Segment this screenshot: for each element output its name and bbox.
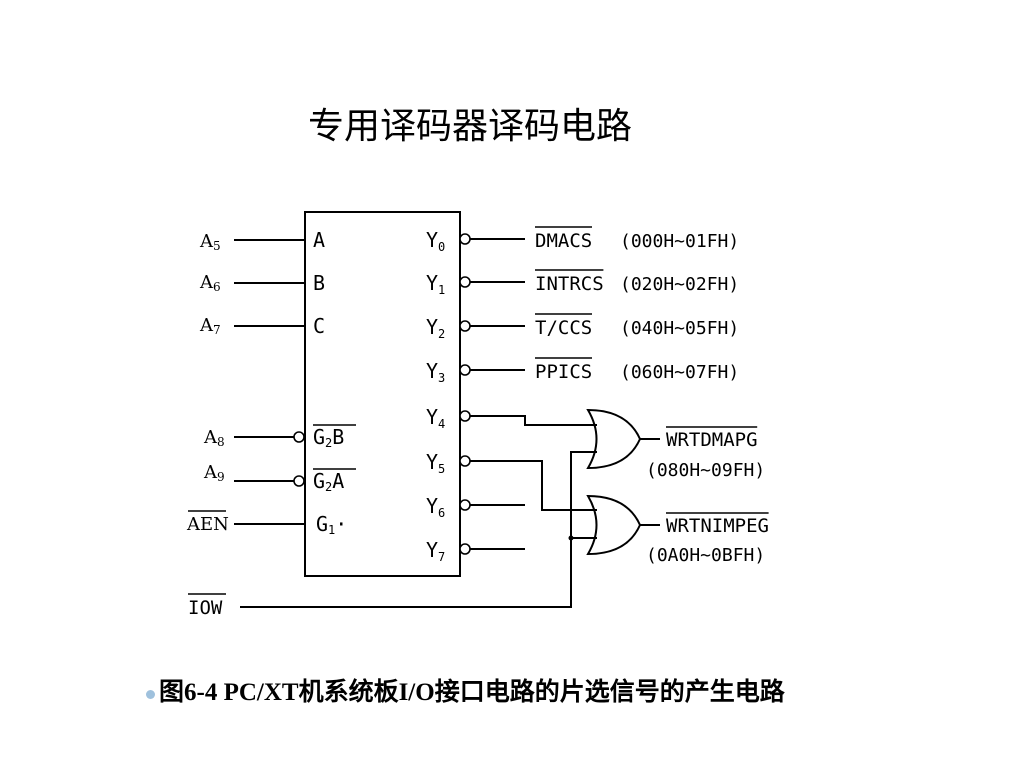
slide-title: 专用译码器译码电路 [307, 106, 632, 147]
or-gate-2 [586, 494, 642, 556]
pin-g2a: G2A [313, 468, 356, 494]
output-signal-label: T/CCS [535, 317, 592, 339]
svg-text:IOW: IOW [188, 597, 223, 619]
output-wires [240, 233, 597, 608]
input-signal-aen: AEN [186, 510, 229, 535]
input-signal-a7: A7 [199, 315, 221, 337]
output-address-range: (020H~02FH) [620, 274, 739, 295]
iow-signal: IOW [188, 593, 226, 619]
gate-address-range: (080H~09FH) [646, 460, 765, 481]
output-signal-1: INTRCS (020H~02FH) [535, 269, 739, 295]
input-wires [234, 239, 305, 525]
input-signal-a9: A9 [203, 462, 225, 484]
caption-text: 图6-4 PC/XT机系统板I/O接口电路的片选信号的产生电路 [159, 679, 785, 706]
bullet-icon [146, 689, 155, 699]
svg-text:G2A: G2A [313, 469, 344, 494]
input-signal-a8: A8 [203, 427, 225, 449]
output-signal-0: DMACS (000H~01FH) [535, 226, 739, 252]
gate-output-1: WRTDMAPG (080H~09FH) [646, 426, 765, 481]
input-signal-a5: A5 [199, 231, 221, 253]
output-signal-label: DMACS [535, 230, 592, 252]
gate-output-2: WRTNIMPEG (0A0H~0BFH) [646, 512, 769, 566]
figure-caption: 图6-4 PC/XT机系统板I/O接口电路的片选信号的产生电路 [146, 672, 785, 708]
pin-c: C [313, 314, 325, 338]
output-address-range: (000H~01FH) [620, 231, 739, 252]
output-signal-2: T/CCS (040H~05FH) [535, 313, 739, 339]
pin-b: B [313, 271, 325, 295]
output-address-range: (040H~05FH) [620, 318, 739, 339]
decoder-chip [304, 211, 461, 577]
output-signal-3: PPICS (060H~07FH) [535, 357, 739, 383]
svg-text:AEN: AEN [186, 514, 229, 535]
output-signal-label: INTRCS [535, 273, 604, 295]
input-signal-a6: A6 [199, 272, 221, 294]
pin-a: A [313, 228, 325, 252]
or-gate-1 [586, 408, 642, 470]
output-signal-label: PPICS [535, 361, 592, 383]
output-address-range: (060H~07FH) [620, 362, 739, 383]
gate-output-label: WRTDMAPG [666, 429, 758, 451]
gate-address-range: (0A0H~0BFH) [646, 545, 765, 566]
gate-output-label: WRTNIMPEG [666, 515, 769, 537]
